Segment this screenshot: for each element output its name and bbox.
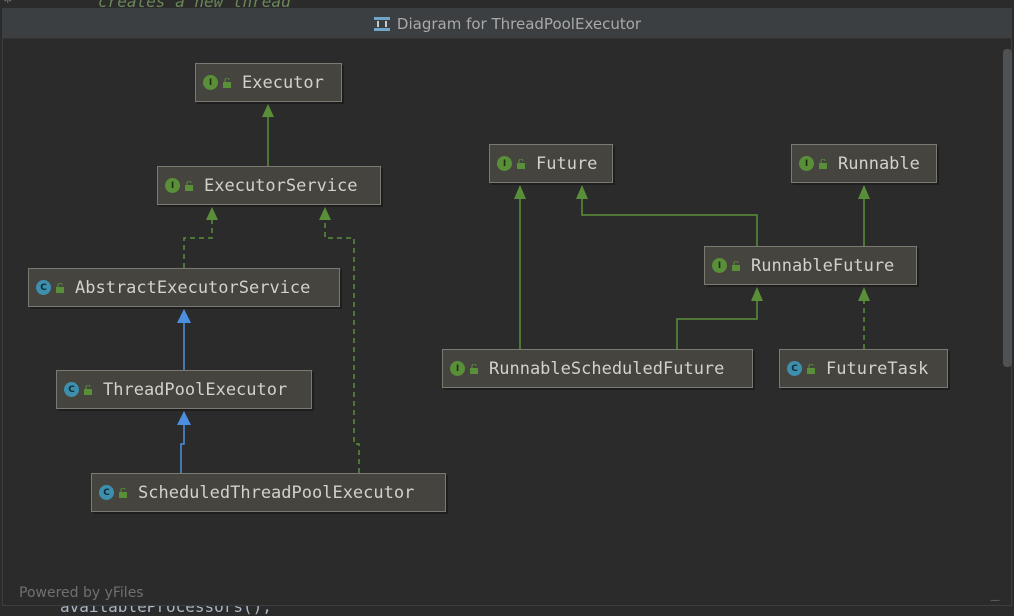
comment-text: creates a new thread [98,0,291,11]
interface-icon: I [799,156,814,171]
lock-icon [119,487,127,498]
node-label: ScheduledThreadPoolExecutor [138,482,415,503]
lock-icon [223,77,231,88]
arrowhead [514,185,526,199]
lock-icon [470,363,478,374]
lock-icon [56,282,64,293]
interface-icon: I [712,258,727,273]
arrowhead [576,185,588,199]
interface-icon: I [497,156,512,171]
interface-icon: I [165,178,180,193]
lock-icon [819,158,827,169]
lock-icon [84,384,92,395]
node-executor[interactable]: I Executor [195,63,342,102]
node-label: ExecutorService [204,175,358,196]
vertical-scrollbar[interactable] [1003,49,1012,367]
lock-icon [732,260,740,271]
arrowhead [206,207,218,220]
window-titlebar[interactable]: Diagram for ThreadPoolExecutor [3,9,1011,39]
node-thread-pool-executor[interactable]: C ThreadPoolExecutor [56,370,312,409]
class-icon: C [787,361,802,376]
edge-abstract-executorservice [183,209,213,268]
lock-icon [517,158,525,169]
diagram-icon [373,16,390,31]
arrowhead [858,287,870,301]
node-label: AbstractExecutorService [75,277,311,298]
arrowhead [319,207,331,220]
node-label: Executor [242,72,324,93]
lock-icon [807,363,815,374]
arrowhead [751,287,763,301]
node-label: ThreadPoolExecutor [103,379,288,400]
node-label: RunnableFuture [751,255,895,276]
node-runnable-scheduled-future[interactable]: I RunnableScheduledFuture [442,349,753,388]
arrowhead [177,309,191,323]
class-icon: C [64,382,79,397]
window-title: Diagram for ThreadPoolExecutor [396,14,642,33]
node-future-task[interactable]: C FutureTask [779,349,948,388]
powered-by-label: Powered by yFiles [19,585,144,601]
lock-icon [185,180,193,191]
node-executor-service[interactable]: I ExecutorService [157,166,381,205]
class-icon: C [99,485,114,500]
interface-icon: I [450,361,465,376]
edge-runnablefuture-future [581,187,758,246]
node-label: RunnableScheduledFuture [489,358,725,379]
node-runnable-future[interactable]: I RunnableFuture [704,246,917,285]
node-runnable[interactable]: I Runnable [791,144,937,183]
node-label: FutureTask [826,358,929,379]
edge-scheduled-executorservice [324,209,360,473]
node-label: Runnable [838,153,920,174]
arrowhead [858,185,870,199]
corner-mark: — [990,595,1000,606]
edge-runnablescheduled-runnablefuture [676,289,758,349]
abstract-class-icon: C [36,280,51,295]
interface-icon: I [203,75,218,90]
node-abstract-executor-service[interactable]: C AbstractExecutorService [28,268,340,307]
node-future[interactable]: I Future [489,144,613,183]
arrowhead [262,104,274,117]
node-scheduled-thread-pool-executor[interactable]: C ScheduledThreadPoolExecutor [91,473,446,512]
node-label: Future [536,153,598,174]
arrowhead [177,411,191,425]
comment-star: * [3,0,13,11]
edge-scheduled-threadpool [180,412,185,473]
